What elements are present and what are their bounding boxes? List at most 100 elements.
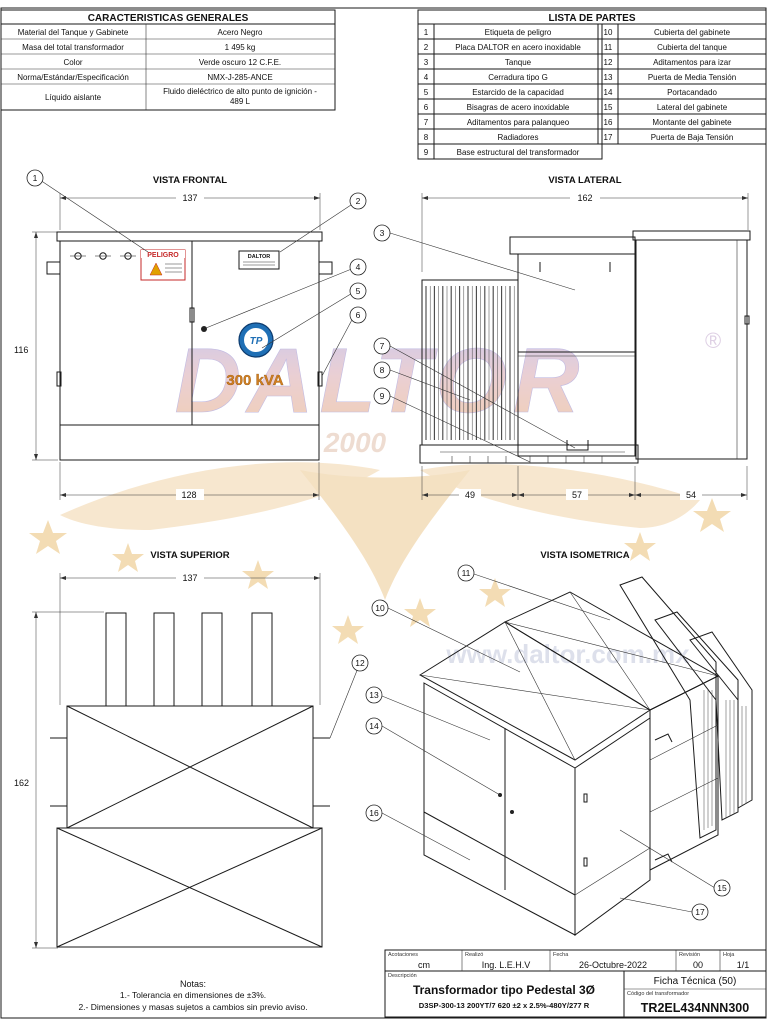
part-name: Cubierta del gabinete xyxy=(654,28,731,37)
callout-number: 13 xyxy=(369,690,379,700)
capacity-logo: TP xyxy=(238,322,274,358)
general-value: Acero Negro xyxy=(218,28,263,37)
capacity-stencil: 300 kVA xyxy=(226,372,283,389)
part-number: 5 xyxy=(424,88,429,97)
callout-number: 11 xyxy=(462,568,471,578)
tb-code-value: TR2EL434NNN300 xyxy=(641,1001,749,1015)
general-label: Líquido aislante xyxy=(45,93,102,102)
general-value: Verde oscuro 12 C.F.E. xyxy=(199,58,281,67)
dim-top-depth: 162 xyxy=(14,778,29,788)
daltor-plate: DALTOR xyxy=(238,250,280,270)
part-name: Lateral del gabinete xyxy=(657,103,728,112)
general-label: Masa del total transformador xyxy=(22,43,124,52)
general-characteristics-table: CARACTERISTICAS GENERALES Material del T… xyxy=(0,9,336,111)
isometric-view: VISTA ISOMETRICA xyxy=(419,550,753,936)
watermark-wing-left xyxy=(60,462,380,530)
part-number: 13 xyxy=(604,73,613,82)
dim-top-width: 137 xyxy=(182,573,197,583)
notes-title: Notas: xyxy=(180,979,206,989)
dim-front-height: 116 xyxy=(14,345,28,355)
general-value: 489 L xyxy=(230,97,251,106)
part-name: Aditamentos para palanqueo xyxy=(467,118,570,127)
part-number: 8 xyxy=(424,133,429,142)
dim-side-c: 54 xyxy=(686,490,696,500)
callout-number: 16 xyxy=(369,808,379,818)
tb-desc-sub: D3SP-300-13 200YT/7 620 ±2 x 2.5%-480Y/2… xyxy=(419,1001,590,1010)
callout-number: 7 xyxy=(380,341,385,351)
callout-number: 6 xyxy=(356,310,361,320)
part-number: 4 xyxy=(424,73,429,82)
part-name: Tanque xyxy=(505,58,532,67)
part-name: Estarcido de la capacidad xyxy=(472,88,564,97)
part-number: 17 xyxy=(604,133,613,142)
note-1: 1.- Tolerancia en dimensiones de ±3%. xyxy=(120,990,266,1000)
tb-ficha: Ficha Técnica (50) xyxy=(654,976,737,987)
notes: Notas: 1.- Tolerancia en dimensiones de … xyxy=(78,979,307,1012)
callouts: 1 2 3 4 5 6 7 8 9 10 11 12 13 14 15 16 1… xyxy=(26,169,731,921)
front-view-title: VISTA FRONTAL xyxy=(153,175,227,186)
part-name: Puerta de Media Tensión xyxy=(648,73,736,82)
part-number: 1 xyxy=(424,28,429,37)
sheet-border xyxy=(0,7,767,1019)
callout-number: 1 xyxy=(33,173,38,183)
general-label: Material del Tanque y Gabinete xyxy=(18,28,129,37)
general-value: Fluido dieléctrico de alto punto de igni… xyxy=(163,87,317,96)
dim-side-a: 49 xyxy=(465,490,475,500)
side-view-title: VISTA LATERAL xyxy=(548,175,621,186)
general-value: NMX-J-285-ANCE xyxy=(207,73,272,82)
part-name: Montante del gabinete xyxy=(652,118,732,127)
general-title: CARACTERISTICAS GENERALES xyxy=(88,13,249,24)
part-name: Placa DALTOR en acero inoxidable xyxy=(455,43,581,52)
tb-desc-label: Descripción xyxy=(388,973,417,979)
warning-icon xyxy=(149,262,163,276)
general-value: 1 495 kg xyxy=(225,43,256,52)
tb-revision-label: Revisión xyxy=(679,952,700,958)
callout-number: 2 xyxy=(356,196,361,206)
callout-number: 17 xyxy=(695,907,705,917)
part-number: 9 xyxy=(424,148,429,157)
part-number: 16 xyxy=(604,118,613,127)
watermark: DALTOR ® 2000 www.daltor.com.mx xyxy=(29,328,731,669)
general-label: Norma/Estándar/Especificación xyxy=(17,73,129,82)
part-number: 3 xyxy=(424,58,429,67)
parts-title: LISTA DE PARTES xyxy=(548,13,635,24)
tb-fecha-value: 26-Octubre-2022 xyxy=(579,960,647,970)
part-name: Radiadores xyxy=(498,133,539,142)
parts-list-table: LISTA DE PARTES 1 Etiqueta de peligro 2 Pla… xyxy=(417,9,767,160)
top-view: VISTA SUPERIOR 137 162 xyxy=(14,550,330,949)
part-number: 2 xyxy=(424,43,429,52)
part-name: Portacandado xyxy=(667,88,717,97)
front-view: VISTA FRONTAL 137 116 P xyxy=(14,175,333,500)
watermark-registered: ® xyxy=(705,328,721,353)
dim-front-width: 137 xyxy=(182,193,197,203)
logo-letters: TP xyxy=(250,336,263,347)
tb-hoja-value: 1/1 xyxy=(737,960,750,970)
callout-number: 15 xyxy=(717,883,727,893)
parts-left-column: 1 Etiqueta de peligro 2 Placa DALTOR en ace… xyxy=(417,23,603,160)
part-name: Etiqueta de peligro xyxy=(485,28,552,37)
watermark-wing-right xyxy=(420,464,700,528)
tb-realizo-label: Realizó xyxy=(465,952,483,958)
iso-radiators xyxy=(619,576,753,839)
callout-number: 9 xyxy=(380,391,385,401)
part-number: 10 xyxy=(604,28,613,37)
dim-front-base: 128 xyxy=(181,490,196,500)
part-name: Bisagras de acero inoxidable xyxy=(467,103,570,112)
callout-number: 3 xyxy=(380,228,385,238)
part-number: 6 xyxy=(424,103,429,112)
part-number: 11 xyxy=(604,43,613,52)
part-name: Cerradura tipo G xyxy=(488,73,548,82)
note-2: 2.- Dimensiones y masas sujetos a cambio… xyxy=(78,1002,307,1012)
iso-view-title: VISTA ISOMETRICA xyxy=(540,550,629,561)
part-name: Base estructural del transformador xyxy=(457,148,580,157)
top-view-title: VISTA SUPERIOR xyxy=(150,550,229,561)
part-number: 15 xyxy=(604,103,613,112)
tb-acot-value: cm xyxy=(418,960,430,970)
part-number: 14 xyxy=(604,88,613,97)
tb-acot-label: Acotaciones xyxy=(388,952,418,958)
part-number: 7 xyxy=(424,118,429,127)
watermark-url: www.daltor.com.mx xyxy=(445,639,690,669)
tb-realizo-value: Ing. L.E.H.V xyxy=(482,960,531,970)
tb-revision-value: 00 xyxy=(693,960,703,970)
